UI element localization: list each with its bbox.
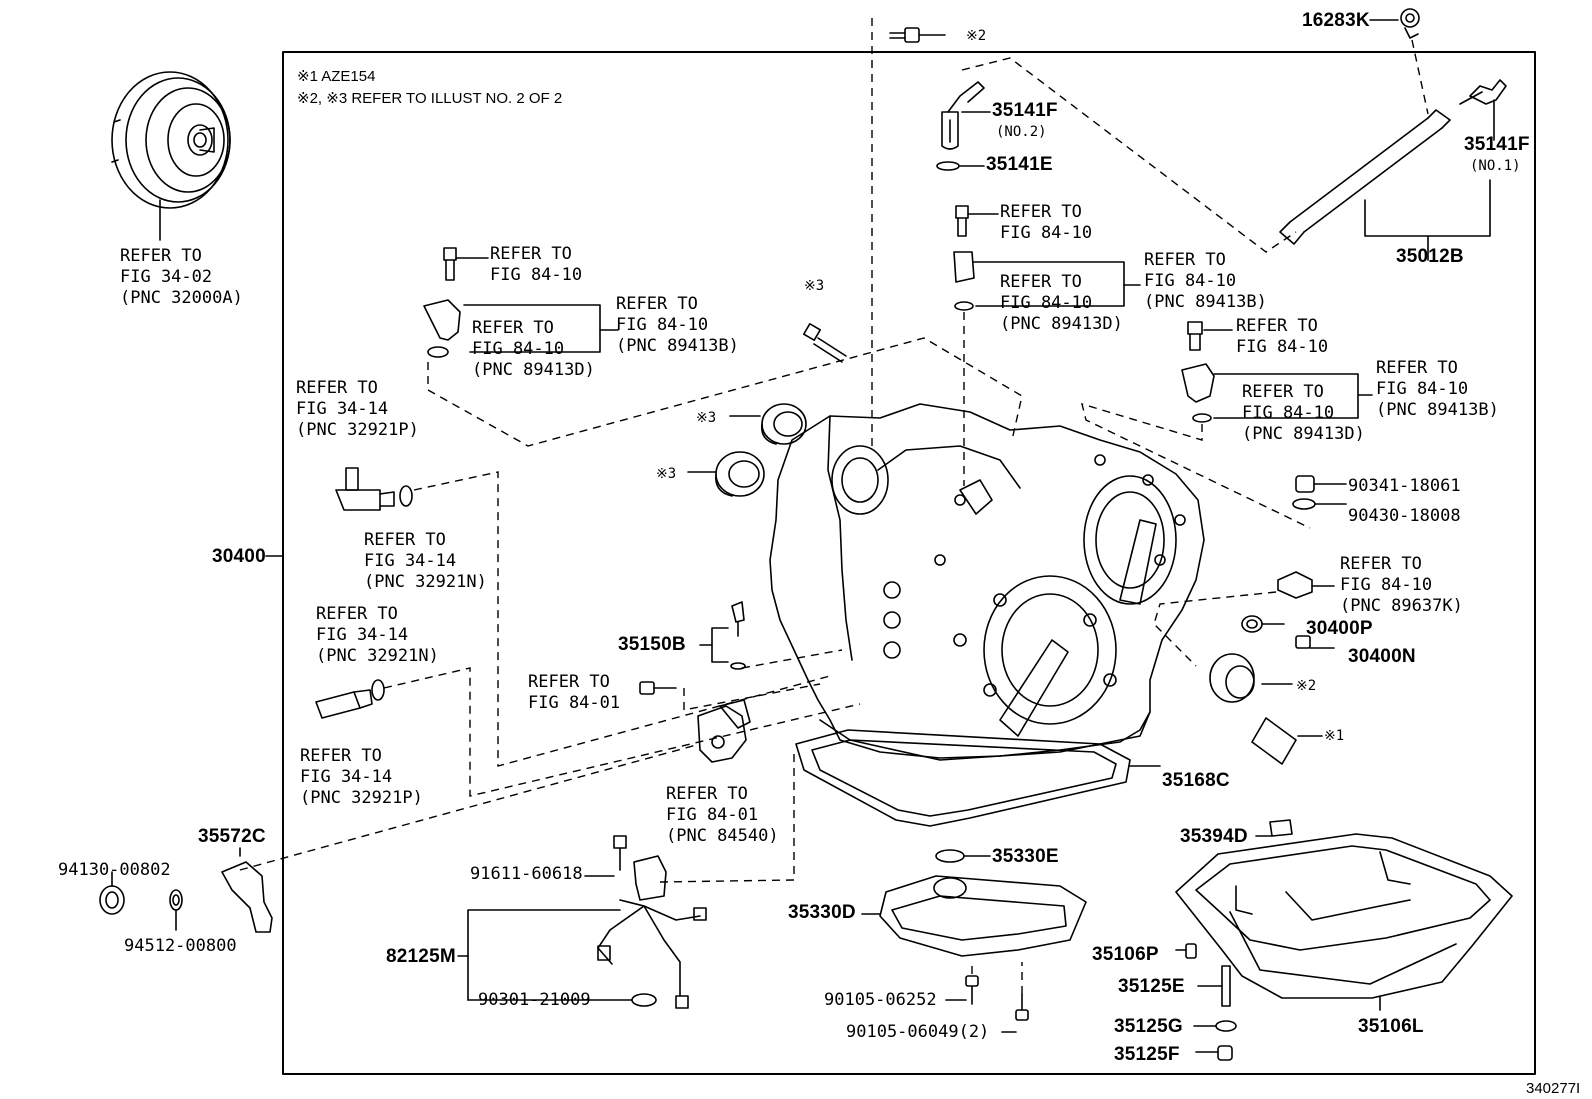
leader-left-sensor xyxy=(427,337,1023,447)
transaxle-case-drawing xyxy=(769,403,1205,761)
mark-3-bolt: ※3 xyxy=(804,278,825,294)
part-30400[interactable]: 30400 xyxy=(212,546,266,567)
part-35330d[interactable]: 35330D xyxy=(788,902,856,923)
leader-harness xyxy=(659,750,795,883)
plug-washer-drawing xyxy=(1292,475,1347,510)
drain-plugs-right-drawing xyxy=(1209,571,1335,765)
bolt-35150b-drawing xyxy=(699,601,746,670)
diagram-frame xyxy=(282,51,1536,1075)
leader-bolt-35150b xyxy=(741,649,843,669)
bolt-mark3-drawing xyxy=(803,323,847,363)
part-35125g[interactable]: 35125G xyxy=(1114,1016,1183,1037)
torque-converter-drawing xyxy=(111,71,231,241)
mark-3-seal-upper: ※3 xyxy=(696,410,717,426)
part-35106p[interactable]: 35106P xyxy=(1092,944,1159,965)
oil-seals-mark3-drawing xyxy=(687,403,807,497)
solenoid-harness-drawing xyxy=(457,835,707,1009)
part-90105-06049[interactable]: 90105-06049(2) xyxy=(846,1022,990,1042)
speed-sensor-left-drawing xyxy=(423,247,619,358)
part-35141f-no2-sub: (NO.2) xyxy=(996,124,1047,140)
mark-1-plate: ※1 xyxy=(1324,728,1345,744)
part-90105-06252[interactable]: 90105-06252 xyxy=(824,990,937,1010)
leader-union-no2 xyxy=(961,57,1297,253)
union-left-upper-drawing xyxy=(335,467,413,511)
bolt-top-mark2-drawing xyxy=(889,27,946,43)
oil-strainer-drawing xyxy=(861,849,1087,1033)
part-82125m[interactable]: 82125M xyxy=(386,946,456,967)
part-94512-00800[interactable]: 94512-00800 xyxy=(124,936,237,956)
mark-2-seal: ※2 xyxy=(1296,678,1317,694)
part-35141e[interactable]: 35141E xyxy=(986,154,1053,175)
part-35330e[interactable]: 35330E xyxy=(992,846,1059,867)
leader-right-sensor xyxy=(1081,402,1311,529)
note-refer-illust-2: ※2, ※3 REFER TO ILLUST NO. 2 OF 2 xyxy=(297,90,563,107)
part-90341-18061[interactable]: 90341-18061 xyxy=(1348,476,1461,496)
part-90430-18008[interactable]: 90430-18008 xyxy=(1348,506,1461,526)
speed-sensor-right-drawing xyxy=(1181,321,1373,423)
part-16283k[interactable]: 16283K xyxy=(1302,10,1370,31)
part-94130-00802[interactable]: 94130-00802 xyxy=(58,860,171,880)
part-90301-21009[interactable]: 90301-21009 xyxy=(478,990,591,1010)
hose-clamp-drawing xyxy=(1369,8,1420,39)
part-35141f-no1[interactable]: 35141F xyxy=(1464,134,1530,155)
neutral-start-switch-drawing xyxy=(639,681,751,763)
leader-nsw-bolt xyxy=(683,683,821,711)
part-35106l[interactable]: 35106L xyxy=(1358,1016,1424,1037)
part-30400p[interactable]: 30400P xyxy=(1306,618,1373,639)
part-35012b[interactable]: 35012B xyxy=(1396,246,1464,267)
leader-bracket xyxy=(239,743,701,871)
figure-number: 340277I xyxy=(1526,1080,1581,1097)
part-35141f-no1-sub: (NO.1) xyxy=(1470,158,1521,174)
oil-pan-gasket-drawing xyxy=(795,729,1161,827)
leader-hose-clamp xyxy=(1411,39,1429,115)
part-30400n[interactable]: 30400N xyxy=(1348,646,1416,667)
union-no1-drawing xyxy=(1459,79,1507,141)
part-35572c[interactable]: 35572C xyxy=(198,826,266,847)
speed-sensor-center-drawing xyxy=(953,205,1141,311)
part-35125e[interactable]: 35125E xyxy=(1118,976,1185,997)
part-35394d[interactable]: 35394D xyxy=(1180,826,1248,847)
mark-2-top-bolt: ※2 xyxy=(966,28,987,44)
union-left-lower-drawing xyxy=(315,679,385,719)
union-no2-drawing xyxy=(936,81,991,171)
mark-3-seal-lower: ※3 xyxy=(656,466,677,482)
part-35150b[interactable]: 35150B xyxy=(618,634,686,655)
part-91611-60618[interactable]: 91611-60618 xyxy=(470,864,583,884)
oil-cooler-hose-drawing xyxy=(1279,109,1491,261)
leader-speed-sensor-union xyxy=(1153,591,1277,667)
part-35168c[interactable]: 35168C xyxy=(1162,770,1230,791)
leader-union-upper xyxy=(413,471,831,767)
leader-union-lower xyxy=(383,667,861,797)
part-35141f-no2[interactable]: 35141F xyxy=(992,100,1058,121)
bracket-35572c-drawing xyxy=(99,847,273,933)
part-35125f[interactable]: 35125F xyxy=(1114,1044,1180,1065)
oil-pan-drawing xyxy=(1175,819,1513,1061)
note-aze154: ※1 AZE154 xyxy=(297,68,376,85)
